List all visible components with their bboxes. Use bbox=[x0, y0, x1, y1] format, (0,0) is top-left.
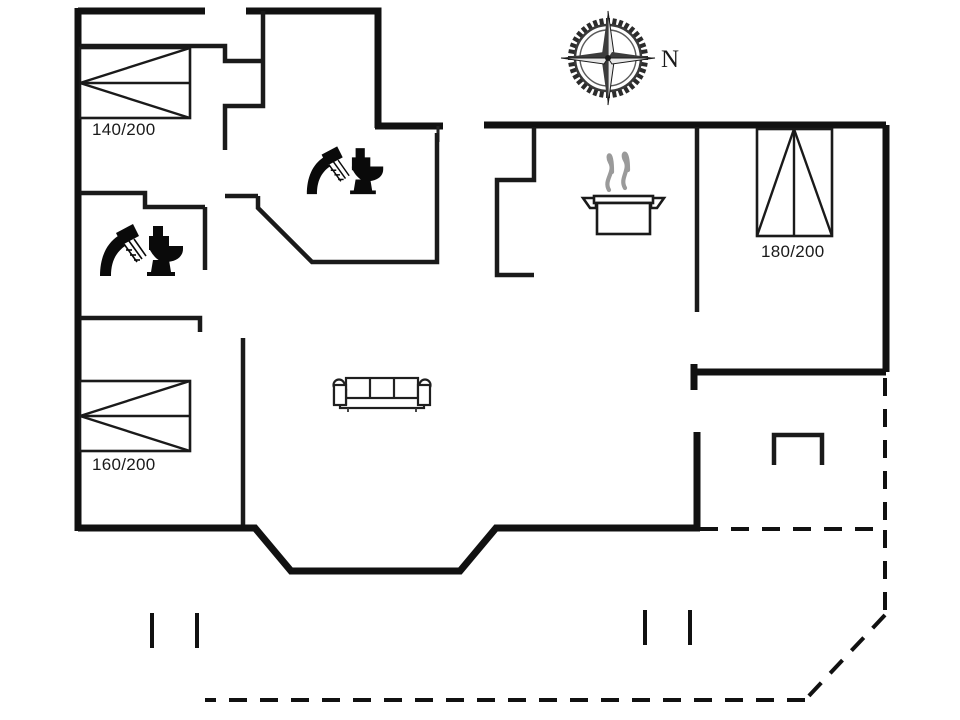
compass-hub bbox=[605, 55, 611, 61]
shower-icon bbox=[306, 157, 330, 195]
wall-exterior-top-center bbox=[246, 7, 382, 128]
bathroom-icon-upper-left bbox=[100, 224, 183, 276]
bed-160-200 bbox=[78, 379, 192, 453]
sofa-seat bbox=[338, 396, 426, 410]
shower-water-icon bbox=[328, 159, 350, 182]
compass-north-label: N bbox=[661, 46, 679, 73]
wall-kitchen-partition bbox=[494, 127, 537, 278]
sofa-arm-right-body bbox=[416, 383, 432, 407]
bed-140-200-diagonal-lower bbox=[79, 81, 191, 120]
shower-head-icon bbox=[321, 146, 343, 166]
terrace-dash-diagonal bbox=[803, 613, 887, 702]
terrace-outline bbox=[205, 378, 887, 702]
bed-140-200-label: 140/200 bbox=[92, 120, 156, 139]
kitchen-pot-icon bbox=[580, 151, 667, 236]
pot-body bbox=[595, 201, 652, 236]
wall-bathroom-left-top bbox=[80, 190, 205, 210]
shower-head-icon bbox=[116, 224, 139, 245]
bed-180-200 bbox=[755, 127, 834, 238]
bed-140-200-diagonal-upper bbox=[79, 46, 191, 85]
bed-180-200-label: 180/200 bbox=[761, 242, 825, 261]
shower-water-icon bbox=[123, 238, 147, 263]
wall-layer bbox=[74, 7, 890, 575]
bed-140-200 bbox=[78, 46, 192, 120]
steam-icon-left bbox=[605, 153, 615, 193]
toilet-icon bbox=[147, 226, 183, 276]
bed-160-200-label: 160/200 bbox=[92, 455, 156, 474]
counter-outline bbox=[771, 432, 825, 465]
wall-bedroom-upper-left-bottom bbox=[80, 43, 263, 64]
terrace-posts bbox=[150, 610, 692, 648]
wall-bedroom-lower-left-top bbox=[80, 315, 203, 332]
bed-160-200-diagonal-upper bbox=[79, 379, 191, 418]
sofa-arm-left-body bbox=[332, 383, 348, 407]
wall-exterior-bottom bbox=[78, 524, 700, 575]
shower-icon bbox=[100, 236, 125, 276]
sofa-icon bbox=[332, 376, 432, 412]
bathroom-icon-center bbox=[306, 146, 384, 195]
wall-bedroom-upper-left-corridor bbox=[222, 61, 266, 150]
toilet-icon bbox=[350, 148, 384, 195]
counter-icon bbox=[771, 432, 825, 465]
sofa-back bbox=[344, 376, 420, 402]
bed-160-200-diagonal-lower bbox=[79, 414, 191, 453]
wall-bathroom-center-outline bbox=[255, 133, 440, 265]
compass-rose bbox=[560, 10, 656, 106]
bed-180-200-diagonal-right bbox=[792, 128, 834, 237]
bed-180-200-diagonal-left bbox=[755, 128, 796, 237]
compass-star-cardinal bbox=[560, 10, 656, 106]
steam-icon-right bbox=[621, 151, 631, 191]
